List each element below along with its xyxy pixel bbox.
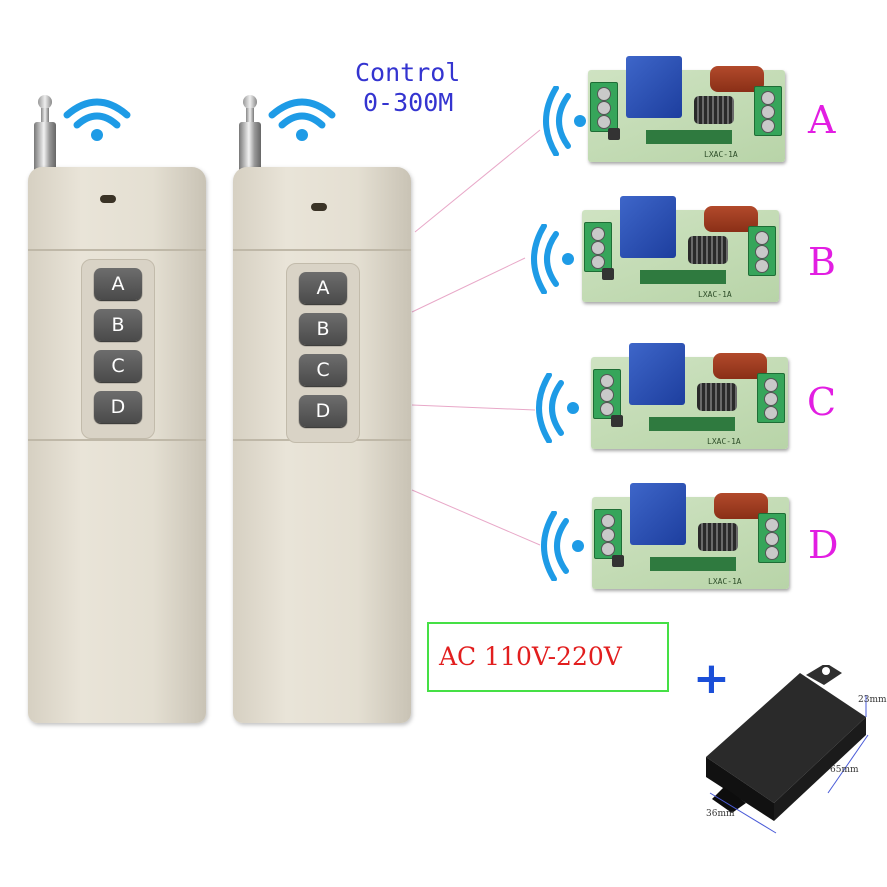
remote-control-left: A B C D	[28, 95, 208, 735]
terminal-block-left	[594, 509, 622, 559]
key-b-button[interactable]: B	[299, 313, 347, 345]
key-b-button[interactable]: B	[94, 309, 142, 341]
terminal-block-right	[748, 226, 776, 276]
rf-module	[650, 557, 736, 571]
key-c-button[interactable]: C	[299, 354, 347, 386]
key-c-button[interactable]: C	[94, 350, 142, 382]
terminal-block-right	[757, 373, 785, 423]
relay	[620, 196, 676, 258]
dimension-height: 23mm	[858, 695, 887, 705]
channel-label: A	[808, 98, 836, 142]
signal-waves-icon	[541, 511, 584, 581]
signal-waves-icon	[536, 373, 579, 443]
channel-label: B	[808, 240, 836, 284]
wifi-icon	[268, 98, 336, 141]
remote-control-right: A B C D	[233, 95, 413, 735]
dimension-width: 36mm	[706, 809, 735, 819]
control-caption-line2: 0-300M	[363, 88, 454, 117]
wifi-icon	[63, 98, 131, 141]
led-indicator	[311, 203, 327, 211]
module-label: LXAC-1A	[707, 437, 741, 446]
voltage-label-box: AC 110V-220V	[427, 622, 669, 692]
voltage-label: AC 110V-220V	[439, 642, 622, 671]
body-seam-top	[28, 249, 206, 251]
relay	[629, 343, 685, 405]
signal-waves-icon	[531, 224, 574, 294]
learn-button	[612, 555, 624, 567]
key-panel: A B C D	[286, 263, 360, 443]
module-label: LXAC-1A	[704, 150, 738, 159]
receiver-row-b: LXAC-1A B	[528, 188, 838, 323]
learn-button	[611, 415, 623, 427]
coil	[694, 96, 734, 124]
terminal-block-right	[758, 513, 786, 563]
learn-button	[602, 268, 614, 280]
enclosure-drawing	[706, 665, 869, 834]
antenna-neck	[246, 108, 254, 122]
receiver-row-c: LXAC-1A C	[533, 335, 838, 470]
terminal-block-right	[754, 86, 782, 136]
coil	[697, 383, 737, 411]
antenna-icon	[243, 95, 257, 109]
key-a-button[interactable]: A	[94, 268, 142, 300]
receiver-row-a: LXAC-1A A	[538, 48, 838, 183]
signal-waves-icon	[543, 86, 586, 156]
relay-board: LXAC-1A	[580, 196, 785, 314]
antenna-neck	[41, 108, 49, 122]
control-caption-line1: Control	[355, 58, 461, 87]
terminal-block-left	[590, 82, 618, 132]
channel-label: C	[807, 380, 837, 424]
dimension-length: 65mm	[830, 765, 859, 775]
key-d-button[interactable]: D	[94, 391, 142, 423]
relay-board: LXAC-1A	[589, 343, 794, 461]
module-label: LXAC-1A	[698, 290, 732, 299]
receiver-row-d: LXAC-1A D	[538, 475, 838, 610]
relay	[630, 483, 686, 545]
relay-board: LXAC-1A	[590, 483, 795, 601]
remote-body: A B C D	[233, 167, 411, 723]
antenna-icon	[38, 95, 52, 109]
plus-icon: +	[693, 653, 730, 704]
control-caption: Control 0-300M	[355, 58, 460, 118]
key-panel: A B C D	[81, 259, 155, 439]
plastic-enclosure: 23mm 65mm 36mm	[688, 665, 887, 845]
rf-module	[649, 417, 735, 431]
key-a-button[interactable]: A	[299, 272, 347, 304]
remote-body: A B C D	[28, 167, 206, 723]
channel-label: D	[808, 523, 839, 567]
learn-button	[608, 128, 620, 140]
module-label: LXAC-1A	[708, 577, 742, 586]
coil	[688, 236, 728, 264]
terminal-block-left	[584, 222, 612, 272]
led-indicator	[100, 195, 116, 203]
terminal-block-left	[593, 369, 621, 419]
body-seam-top	[233, 249, 411, 251]
rf-module	[646, 130, 732, 144]
relay	[626, 56, 682, 118]
rf-module	[640, 270, 726, 284]
relay-board: LXAC-1A	[586, 56, 791, 174]
key-d-button[interactable]: D	[299, 395, 347, 427]
coil	[698, 523, 738, 551]
body-seam-bottom	[28, 439, 206, 441]
